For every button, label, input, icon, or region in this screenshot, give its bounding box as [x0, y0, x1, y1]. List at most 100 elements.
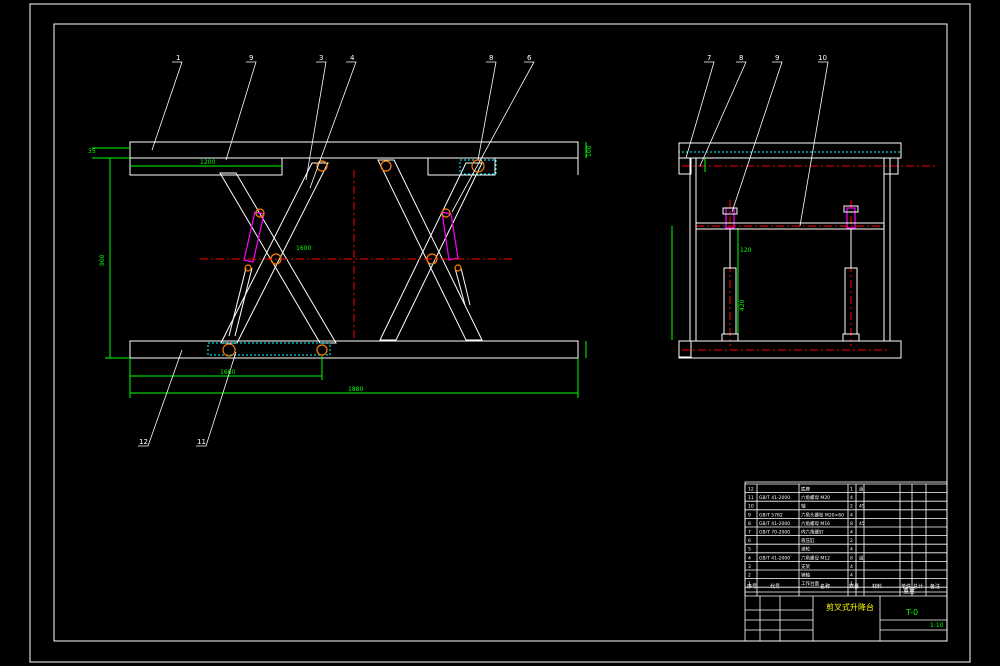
side-bracket-tl [678, 157, 692, 175]
hydraulic-cylinders [243, 207, 856, 263]
parts-cell: 9 [748, 512, 751, 518]
drawing-number: T-0 [905, 608, 918, 617]
side-crossbar [695, 222, 885, 230]
parts-cell: 4 [850, 512, 853, 518]
leader-3 [305, 61, 327, 181]
parts-cell: GB/T 70-2000 [759, 530, 790, 536]
side-top-platform [678, 142, 902, 159]
dim-text-height: 900 [99, 254, 106, 266]
pin-cyl-left [255, 208, 265, 218]
balloon-11: 11 [197, 438, 206, 446]
parts-cell: 3 [748, 564, 751, 570]
parts-header-cell: 代号 [770, 583, 780, 590]
parts-header-text: 序号代号名称数量材料单件总计备注 [747, 583, 940, 590]
dim-text-inner-span: 1200 [200, 159, 215, 166]
right-cylinder-rod [454, 267, 466, 306]
parts-cell: 8 [850, 521, 853, 527]
leader-12 [138, 349, 183, 447]
balloon-4: 4 [350, 54, 355, 62]
parts-cell: 45 [859, 521, 865, 527]
parts-cell: 组 [859, 486, 864, 493]
parts-header-cell: 材料 [872, 583, 882, 590]
parts-cell: 液压缸 [801, 537, 815, 544]
hatch-areas [207, 142, 902, 356]
dim-text-side-height: 100 [586, 145, 593, 157]
parts-cell: 8 [850, 555, 853, 561]
balloon-9: 9 [249, 54, 253, 62]
right-arm-a [377, 159, 483, 341]
parts-cell: 5 [748, 547, 751, 553]
side-bracket-tr [883, 157, 899, 175]
parts-cell: 4 [850, 495, 853, 501]
dim-text-overall-length: 1880 [348, 386, 363, 393]
parts-cell: 4 [748, 555, 751, 561]
parts-cell: 1 [748, 581, 751, 587]
parts-cell: 1 [850, 487, 853, 493]
title-block [744, 481, 948, 642]
parts-grid [744, 483, 948, 596]
side-view [678, 142, 902, 359]
leader-9 [225, 61, 257, 161]
parts-cell: GB/T 41-2000 [759, 555, 790, 561]
left-cylinder-rod-2 [234, 267, 253, 337]
parts-cell: 组 [859, 554, 864, 561]
balloon-9-side: 9 [775, 54, 779, 62]
balloon-8-side: 8 [739, 54, 743, 62]
parts-cell: 4 [850, 530, 853, 536]
leader-6 [451, 61, 535, 213]
pin-base-mid [316, 344, 328, 356]
balloon-labels: 1 9 3 4 8 6 7 8 9 10 12 11 [139, 54, 827, 446]
balloon-12: 12 [139, 438, 148, 446]
balloon-3: 3 [319, 54, 323, 62]
dim-text-top-offset: 35 [88, 148, 96, 155]
parts-cell: 2 [850, 538, 853, 544]
drawing-title: 剪叉式升降台 [826, 602, 874, 612]
parts-cell: 底座 [801, 486, 810, 493]
outer-frame [29, 3, 971, 663]
pin-rod-left [244, 264, 252, 272]
left-cylinder-rod [228, 267, 247, 337]
parts-header-cell: 数量 [849, 583, 859, 590]
parts-cell: 11 [748, 495, 754, 501]
parts-header-cell: 名称 [820, 583, 830, 590]
parts-cell: 滚轮 [801, 546, 810, 553]
right-cylinder-rod-2 [460, 267, 471, 306]
balloon-1: 1 [176, 54, 180, 62]
base-frame [129, 340, 579, 359]
drawing-scale: 1:10 [930, 622, 944, 629]
leader-7 [685, 61, 715, 159]
balloon-8: 8 [489, 54, 493, 62]
parts-cell: 4 [850, 564, 853, 570]
left-arm-b [220, 162, 329, 344]
parts-cell: 六角螺母 M16 [801, 520, 830, 527]
balloon-7: 7 [707, 54, 711, 62]
pin-cyl-right [441, 208, 451, 218]
parts-cell: 销轴 [801, 572, 810, 579]
parts-header-cell: 备注 [930, 583, 940, 590]
parts-cell: 12 [748, 487, 754, 493]
dim-text-right-post: 420 [739, 299, 746, 311]
parts-cell: 4 [850, 547, 853, 553]
side-foot-a [721, 333, 739, 342]
parts-cell: 内六角螺钉 [801, 529, 824, 536]
left-cylinder [243, 211, 265, 263]
dimension-lines [92, 142, 739, 398]
parts-cell: 2 [748, 573, 751, 579]
side-foot-b [842, 333, 860, 342]
parts-cell: GB/T 5782 [759, 512, 783, 518]
leader-8 [477, 61, 497, 161]
parts-header-cell: 总计 [913, 583, 923, 590]
parts-header-cell: 单件 [901, 583, 911, 590]
parts-cell: 六角头螺栓 M20×60 [801, 511, 844, 518]
leader-lines [138, 61, 829, 447]
parts-cell: 45 [859, 504, 865, 510]
left-arm-a [219, 172, 337, 344]
parts-cell: 10 [748, 504, 754, 510]
base-hatch [207, 342, 331, 356]
leader-1 [151, 61, 183, 151]
leader-9s [731, 61, 783, 213]
side-head-b [843, 205, 859, 213]
